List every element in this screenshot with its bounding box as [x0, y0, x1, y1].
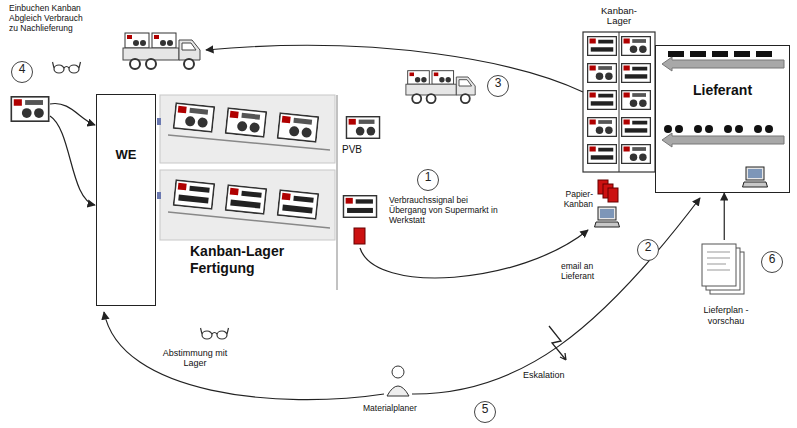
- document-stack: [707, 258, 730, 259]
- person-icon: [387, 366, 409, 396]
- production-band: [724, 125, 732, 133]
- document-stack: [707, 252, 730, 253]
- delivery-arrow: [206, 45, 583, 92]
- role-label: Materialplaner: [362, 404, 418, 414]
- step-note: email an Lieferant: [560, 262, 622, 282]
- kanban-bin: [226, 185, 267, 214]
- escalation-arrow: [412, 198, 700, 394]
- kanban-bin: [588, 91, 617, 110]
- glasses-icon: [53, 62, 81, 73]
- kanban-bin: [622, 37, 651, 56]
- step-note: Einbuchen Kanban Abgleich Verbrauch zu N…: [8, 4, 92, 33]
- node-text: WE: [97, 147, 155, 162]
- item-label: Papier- Kanban: [548, 190, 594, 210]
- node-text: Kanban- Lager: [589, 6, 649, 27]
- delivery-schedule-doc: Lieferplan - vorschau: [698, 240, 754, 326]
- callout-number: 4: [11, 61, 33, 83]
- callout-number: 6: [761, 251, 783, 273]
- callout-number: 3: [487, 75, 509, 97]
- production-band: [754, 125, 762, 133]
- node-text: Lieferplan - vorschau: [698, 305, 754, 326]
- kanban-bin: [588, 118, 617, 137]
- truck-icon: [406, 71, 475, 103]
- connector-arrow: [724, 193, 725, 240]
- boundary-line: [336, 95, 337, 290]
- production-kanban-store: Kanban-Lager Fertigung: [160, 93, 338, 279]
- shelf-panel: [157, 118, 161, 125]
- production-band: [668, 51, 684, 57]
- flow-arrow: [50, 103, 95, 125]
- kanban-bin: [622, 64, 651, 83]
- callout-number: 5: [474, 401, 496, 423]
- kanban-bin: [11, 97, 48, 121]
- paper-kanban-card: [608, 188, 618, 202]
- kanban-bin: [226, 108, 267, 137]
- kanban-bin: [278, 113, 319, 142]
- kanban-bin: [622, 91, 651, 110]
- kanban-bin: [343, 196, 376, 218]
- coordination-arrow: [104, 312, 384, 400]
- document-stack: [702, 244, 736, 286]
- node-text: Kanban-Lager Fertigung: [190, 243, 315, 277]
- kanban-bin: [588, 37, 617, 56]
- kanban-bin: [278, 190, 319, 219]
- shelf-panel: [157, 192, 161, 199]
- production-band: [664, 125, 672, 133]
- computer-icon: [743, 167, 768, 187]
- production-band: [694, 125, 702, 133]
- callout-number: 2: [637, 239, 659, 261]
- callout-number: 1: [417, 169, 439, 191]
- production-band: [712, 51, 728, 57]
- kanban-bin: [346, 117, 379, 139]
- production-band: [735, 125, 743, 133]
- document-stack: [707, 264, 726, 265]
- goods-receipt-box: WE: [96, 94, 156, 306]
- supplier-box: Lieferant: [655, 45, 790, 193]
- station-label: PVB: [341, 144, 363, 156]
- computer-icon: [595, 207, 620, 227]
- production-band: [662, 133, 784, 147]
- flow-arrow: [50, 116, 95, 205]
- document-stack: [707, 270, 730, 271]
- shelf-panel: [157, 95, 335, 240]
- production-band: [662, 51, 784, 147]
- person-icon: [387, 386, 409, 396]
- step-note: Eskalation: [522, 370, 566, 380]
- production-band: [765, 125, 773, 133]
- production-band: [734, 51, 750, 57]
- kanban-card: [354, 228, 365, 244]
- production-band: [662, 57, 784, 71]
- kanban-bin: [174, 180, 215, 209]
- node-text: Lieferant: [689, 82, 756, 98]
- supplier-kanban-rack: Kanban- Lager: [583, 6, 655, 172]
- rack-frame: [583, 32, 655, 172]
- kanban-bin: [622, 145, 651, 164]
- shelf-panel: [160, 170, 335, 240]
- kanban-bin: [588, 64, 617, 83]
- kanban-bin: [174, 103, 215, 132]
- production-band: [690, 51, 706, 57]
- step-note: Verbrauchssignal bei Übergang von Superm…: [388, 196, 506, 225]
- shelf-panel: [160, 95, 335, 163]
- production-band: [705, 125, 713, 133]
- production-band: [675, 125, 683, 133]
- truck-icon: [123, 33, 200, 69]
- kanban-bin: [588, 145, 617, 164]
- document-stack: [702, 244, 744, 294]
- signal-arrow: [360, 230, 588, 278]
- person-icon: [392, 366, 404, 378]
- rack-frame: [619, 32, 620, 172]
- rack-frame: [583, 32, 655, 172]
- lightning-symbol: [549, 326, 566, 360]
- glasses-icon: [201, 328, 229, 339]
- kanban-bin: [622, 118, 651, 137]
- step-note: Abstimmung mit Lager: [156, 348, 234, 369]
- production-band: [756, 51, 772, 57]
